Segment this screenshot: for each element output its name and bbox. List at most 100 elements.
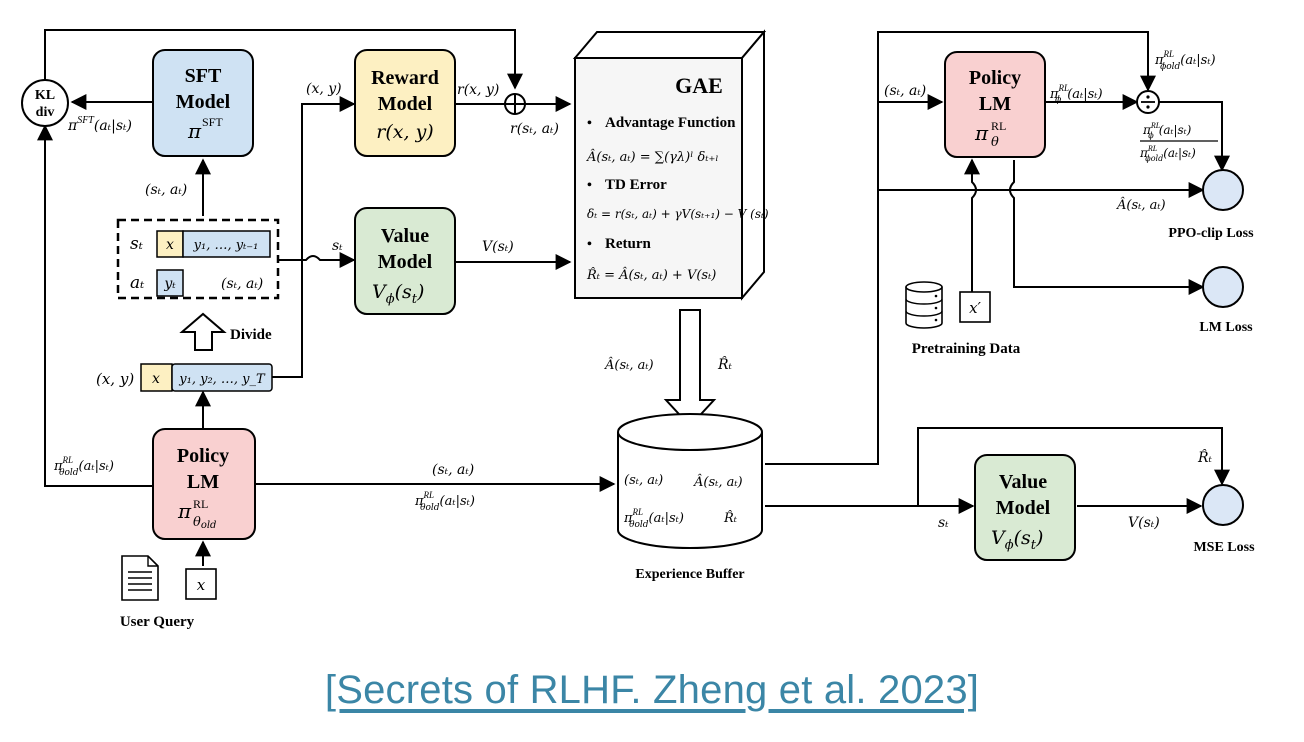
gae-h1: Advantage Function [605,115,736,131]
value-model-right-node: Value Model Vϕ(st) [974,454,1076,561]
label-st-right: sₜ [938,515,949,531]
gae-bullet-3: • [587,237,592,252]
policy-lm-new-node: Policy LM π RL θ [944,51,1046,158]
gae-bullet-1: • [587,116,592,131]
edge-box-to-value [278,252,356,268]
full-sequence-row: (x, y) x y₁, y₂, …, y_T [96,363,273,392]
ppo-loss-label: PPO-clip Loss [1168,226,1254,241]
sft-title-2: Model [176,91,231,113]
reward-title-2: Model [378,93,433,115]
edge-div-to-ppo [1159,101,1230,172]
value-right-expr: Vϕ(st) [991,527,1043,553]
label-v-st: V(sₜ) [482,239,514,255]
citation-link[interactable]: [Secrets of RLHF. Zheng et al. 2023] [324,668,980,712]
value-model-left-node: Value Model Vϕ(st) [354,207,456,315]
edges [37,29,1230,566]
edge-pretrain-to-policy [964,158,980,292]
sft-sup: SFT [202,115,223,129]
policy-old-sym: π [177,499,192,523]
policy-new-sub: θ [991,135,999,150]
gae-eq2: δₜ = r(sₜ, aₜ) + γV(sₜ₊₁) − V (sₜ) [587,207,769,221]
edge-labels: πSFT(aₜ|sₜ) (sₜ, aₜ) (x, y) r(x, y) r(sₜ… [53,49,1218,531]
gae-eq3: R̂ₜ = Â(sₜ, aₜ) + V(sₜ) [586,267,716,283]
gae-h2: TD Error [605,177,667,193]
reward-expr: r(x, y) [376,121,433,143]
divide-node [1136,90,1160,114]
edge-buffer-to-policy [765,31,1156,465]
action-label: aₜ [130,273,145,293]
gae-eq1: Â(sₜ, aₜ) = ∑(γλ)ˡ δₜ₊ₗ [586,149,719,165]
gae-bullet-2: • [587,178,592,193]
label-sa-sft: (sₜ, aₜ) [145,182,187,198]
sa-pair-label: (sₜ, aₜ) [221,276,263,292]
divide-arrow [179,312,227,351]
value-right-title-1: Value [999,471,1047,493]
policy-new-sup: RL [991,119,1006,133]
label-ret-down: R̂ₜ [717,355,733,373]
user-query: x User Query [120,555,217,630]
kl-label-1: KL [35,88,55,103]
label-adv-down: Â(sₜ, aₜ) [604,357,654,373]
label-sa-policy: (sₜ, aₜ) [884,83,926,99]
lm-loss: LM Loss [1199,266,1253,335]
buffer-ret: R̂ₜ [723,510,738,526]
pretrain-caption: Pretraining Data [912,341,1021,357]
mse-loss: MSE Loss [1193,484,1255,555]
sft-model-node: SFT Model π SFT [152,49,254,157]
policy-new-title-2: LM [979,93,1011,115]
edge-policy-to-kl [37,124,152,487]
gae-h3: Return [605,236,651,252]
value-left-title-2: Model [378,251,433,273]
divide-label: Divide [230,327,272,343]
value-right-title-2: Model [996,497,1051,519]
label-xy-reward: (x, y) [306,81,342,97]
buffer-adv: Â(sₜ, aₜ) [693,474,743,490]
state-action-box: sₜ x y₁, …, yₜ₋₁ aₜ yₜ (sₜ, aₜ) [116,218,280,300]
gae-to-buffer-arrow [663,309,717,428]
token-y-full: y₁, y₂, …, y_T [178,372,266,387]
policy-old-title-2: LM [187,471,219,493]
token-x-full: x [152,371,160,387]
label-r-sa: r(sₜ, aₜ) [510,121,559,137]
label-pi-sft: πSFT(aₜ|sₜ) [67,115,132,134]
policy-new-title-1: Policy [969,67,1021,89]
kl-div-node: KL div [21,79,69,127]
buffer-sa: (sₜ, aₜ) [624,473,663,488]
reward-model-node: Reward Model r(x, y) [354,49,456,157]
pretrain-x: x′ [969,299,981,317]
policy-new-sym: π [974,121,989,145]
token-y-seq: y₁, …, yₜ₋₁ [193,238,259,253]
label-sa-buffer: (sₜ, aₜ) [432,462,474,478]
kl-label-2: div [36,105,55,120]
policy-old-sup: RL [193,497,208,511]
ppo-loss: PPO-clip Loss [1168,169,1254,241]
label-st-value: sₜ [332,238,343,254]
value-left-title-1: Value [381,225,429,247]
database-icon [905,281,943,329]
label-v-right: V(sₜ) [1128,515,1160,531]
mse-loss-label: MSE Loss [1193,540,1255,555]
policy-old-sub: θold [193,515,216,531]
pretraining-data: x′ Pretraining Data [905,281,1021,357]
plus-node [504,93,526,115]
gae-box: GAE • Advantage Function Â(sₜ, aₜ) = ∑(γ… [572,29,769,301]
edge-loop-to-mse [917,427,1230,506]
policy-old-title-1: Policy [177,445,229,467]
value-left-expr: Vϕ(st) [372,281,424,307]
reward-title-1: Reward [371,67,439,89]
label-rxy: r(x, y) [457,82,499,98]
token-x: x [166,237,174,253]
user-query-caption: User Query [120,614,195,630]
edge-policy-to-lm [1009,160,1205,295]
sft-pi: π [187,119,202,143]
query-x: x [197,576,206,594]
